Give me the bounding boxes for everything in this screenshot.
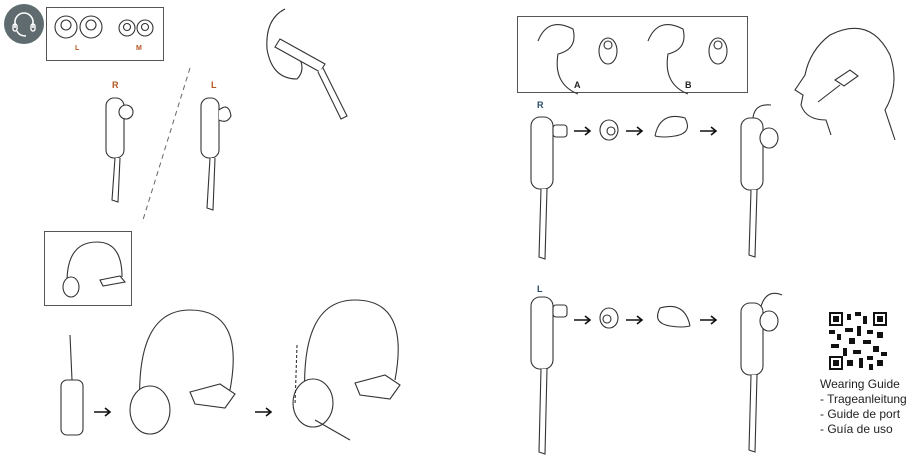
divider-dashed-line xyxy=(141,67,191,224)
headset-r-step1-illustration xyxy=(530,116,568,260)
arrow-icon xyxy=(574,126,592,136)
right-ear-label: R xyxy=(112,80,119,90)
headband-box xyxy=(44,231,132,306)
earhook-b-illustration xyxy=(647,24,728,95)
wearing-guide-line-fr: - Guide de port xyxy=(820,407,901,421)
right-ear-label-right-panel: R xyxy=(537,100,544,110)
arrow-icon xyxy=(700,315,718,325)
headset-worn-ear-illustration xyxy=(266,8,348,120)
earhook-a-label: A xyxy=(574,80,581,90)
headset-module-illustration xyxy=(60,334,84,436)
left-ear-label: L xyxy=(211,80,217,90)
earhook-illustration xyxy=(657,305,691,328)
earhook-b-label: B xyxy=(685,80,692,90)
arrow-icon xyxy=(700,126,718,136)
eartip-size-medium-label: M xyxy=(136,45,142,52)
left-ear-label-right-panel: L xyxy=(537,284,543,294)
wearing-guide-line-es: - Guía de uso xyxy=(820,422,893,436)
headset-badge xyxy=(4,4,44,44)
earhook-illustration xyxy=(654,115,688,138)
arrow-icon xyxy=(574,315,592,325)
earhook-a-illustration xyxy=(537,24,618,95)
headset-icon xyxy=(12,12,36,37)
headband-open-illustration xyxy=(129,309,236,435)
eartip-medium-illustration xyxy=(118,19,154,37)
headband-assembled-illustration xyxy=(292,299,401,441)
headband-illustration xyxy=(62,241,127,298)
eartip-illustration xyxy=(599,307,619,329)
arrow-icon xyxy=(626,126,644,136)
headset-right-ear-illustration xyxy=(105,97,134,203)
eartip-illustration xyxy=(599,119,619,141)
arrow-icon xyxy=(255,407,273,417)
earhook-box: A B xyxy=(517,16,748,95)
eartip-size-large-label: L xyxy=(75,45,80,52)
arrow-icon xyxy=(626,315,644,325)
eartip-large-illustration xyxy=(54,15,103,39)
eartip-size-box: L M xyxy=(46,7,164,61)
wearing-guide-title: Wearing Guide xyxy=(820,377,900,391)
qr-code[interactable] xyxy=(829,312,887,370)
wearing-guide: Wearing Guide - Trageanleitung - Guide d… xyxy=(820,377,907,437)
headset-l-step1-illustration xyxy=(530,296,568,455)
headset-left-ear-illustration xyxy=(200,97,232,211)
wearing-guide-line-de: - Trageanleitung xyxy=(820,392,907,406)
head-profile-illustration xyxy=(794,27,896,141)
headset-r-assembled-illustration xyxy=(740,104,779,258)
arrow-icon xyxy=(94,407,112,417)
headset-l-assembled-illustration xyxy=(740,292,783,453)
